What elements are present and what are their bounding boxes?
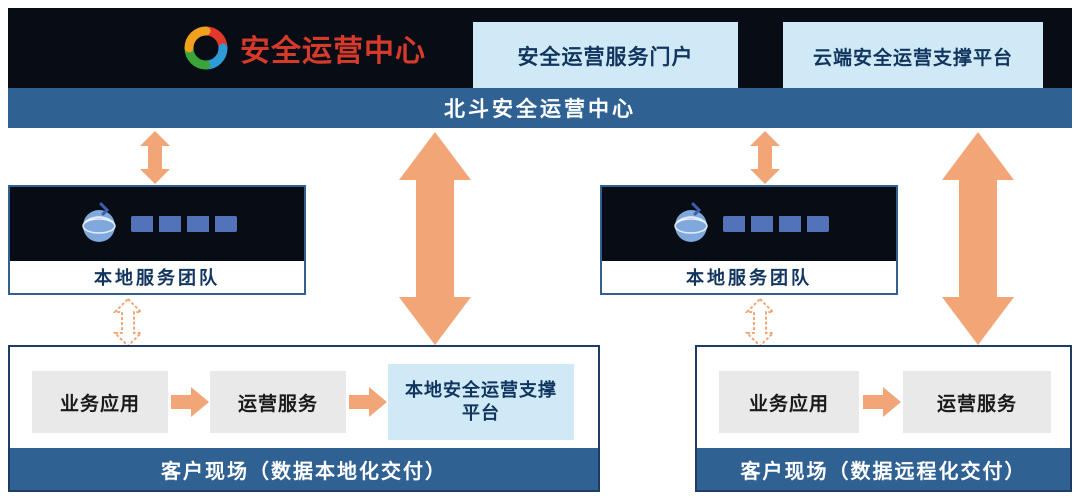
big-up-down-arrow-icon xyxy=(942,132,1014,345)
customer-site-box-right: 业务应用 运营服务 客户现场（数据远程化交付） xyxy=(695,345,1072,492)
right-arrow-icon xyxy=(171,387,209,417)
local-team-box-left: 本地服务团队 xyxy=(8,185,306,295)
big-up-down-arrow-icon xyxy=(399,132,471,345)
site-caption: 客户现场（数据远程化交付） xyxy=(697,448,1070,490)
team-logo-area xyxy=(602,187,896,261)
beidou-soc-bar: 北斗安全运营中心 xyxy=(8,88,1072,128)
business-app-box: 业务应用 xyxy=(719,371,859,433)
team-label: 本地服务团队 xyxy=(686,268,812,288)
cloud-platform-box: 云端安全运营支撑平台 xyxy=(783,22,1043,90)
team-logo-wordmark xyxy=(723,216,829,232)
up-down-arrow-icon xyxy=(750,131,780,184)
team-logo-area xyxy=(10,187,304,261)
operations-service-box: 运营服务 xyxy=(210,371,346,433)
service-portal-box: 安全运营服务门户 xyxy=(473,22,738,90)
business-app-box: 业务应用 xyxy=(32,371,168,433)
right-arrow-icon xyxy=(863,387,901,417)
local-support-platform-box: 本地安全运营支撑平台 xyxy=(388,364,574,440)
local-team-box-right: 本地服务团队 xyxy=(600,185,898,295)
operations-service-box: 运营服务 xyxy=(903,371,1051,433)
top-banner: 安全运营中心 安全运营服务门户 云端安全运营支撑平台 xyxy=(8,8,1072,90)
dashed-up-down-arrow-icon xyxy=(745,297,775,348)
soc-logo-group: 安全运营中心 xyxy=(180,8,426,88)
blue-globe-logo-icon xyxy=(82,202,116,242)
blue-globe-logo-icon xyxy=(674,202,708,242)
site-caption: 客户现场（数据本地化交付） xyxy=(10,448,598,490)
pinwheel-logo-icon xyxy=(184,26,228,70)
team-logo-wordmark xyxy=(131,216,237,232)
right-arrow-icon xyxy=(349,387,387,417)
customer-site-box-left: 业务应用 运营服务 本地安全运营支撑平台 客户现场（数据本地化交付） xyxy=(8,345,600,492)
soc-logo-wordmark: 安全运营中心 xyxy=(240,35,426,68)
dashed-up-down-arrow-icon xyxy=(113,297,143,348)
team-label: 本地服务团队 xyxy=(94,268,220,288)
up-down-arrow-icon xyxy=(140,131,170,184)
